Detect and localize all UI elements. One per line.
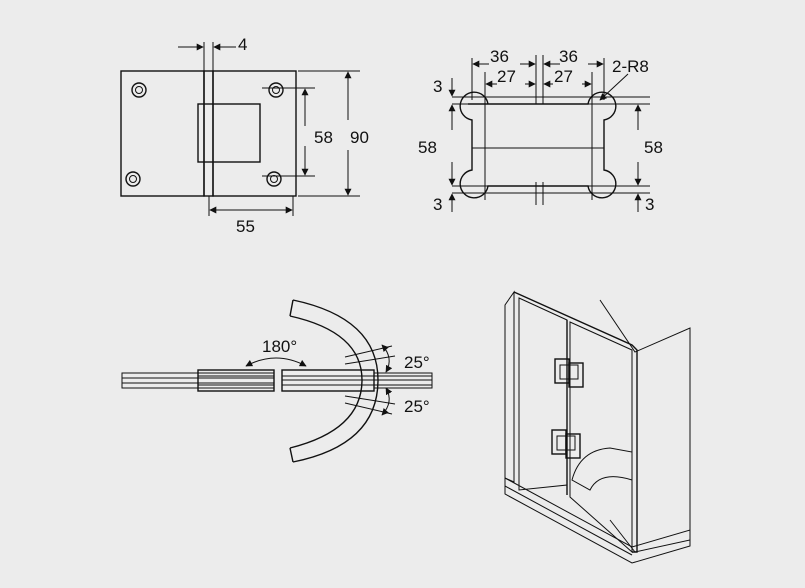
hinge-left-plate [120,70,205,197]
angle-total-label: 180° [262,337,297,356]
dim-bottom-right-label: 3 [645,195,654,214]
dim-top-offset-label: 3 [433,77,442,96]
dim-left-height-label: 58 [418,138,437,157]
hinge-front-view: 4 58 90 55 [120,35,369,236]
radius-label: 2-R8 [612,57,649,76]
screw-hole-icons [125,82,284,187]
dim-top-right-label: 36 [559,47,578,66]
hinge-plate-left [197,369,275,392]
hinge-top-icon [554,358,584,388]
glass-cutout-view: 36 36 27 27 2-R8 3 58 3 58 3 [418,47,663,214]
dim-right-height-label: 58 [644,138,663,157]
shower-enclosure-illustration [504,290,691,564]
rotation-view: 180° 25° 25° [121,299,433,463]
dim-total-height-label: 90 [350,128,369,147]
dim-bottom-left-label: 3 [433,195,442,214]
dim-inner-left-label: 27 [497,67,516,86]
dim-inner-right-label: 27 [554,67,573,86]
angle-down-label: 25° [404,397,430,416]
hinge-bottom-icon [551,429,581,459]
hinge-knuckle [203,70,214,197]
dim-top-left-label: 36 [490,47,509,66]
glass-panel-fixed [518,297,568,491]
glass-panel-door [569,321,633,554]
hinge-center-block [197,103,261,163]
angle-up-label: 25° [404,353,430,372]
dim-gap-label: 4 [238,35,247,54]
dim-width-label: 55 [236,217,255,236]
dim-inner-height-label: 58 [314,128,333,147]
